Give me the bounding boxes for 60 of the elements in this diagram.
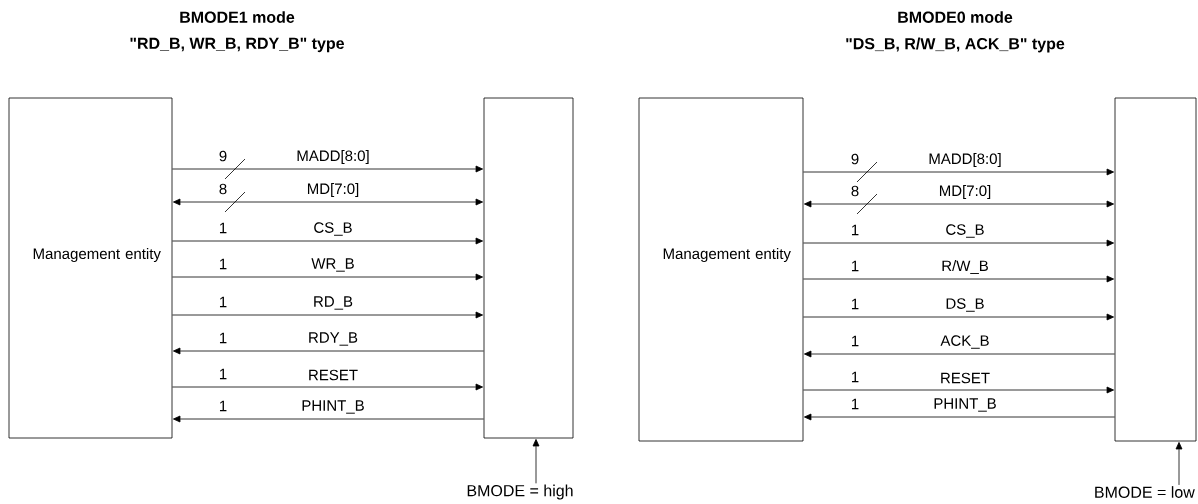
signal-name: MADD[8:0] [297,150,369,164]
signal-name: PHINT_B [302,400,364,414]
arrow [1175,442,1183,486]
mode-label: BMODE = high [467,484,573,500]
signal-name: WR_B [311,258,354,272]
signal-name: PHINT_B [934,398,996,412]
bus-width: 8 [219,183,227,195]
heading: BMODE1 mode [180,11,295,23]
bus-width: 1 [220,400,227,412]
bus-width: 9 [219,150,227,162]
heading: BMODE0 mode [898,11,1013,23]
bus-width: 1 [852,224,859,236]
bus-width: 9 [851,153,859,165]
signal-name: RDY_B [309,332,358,346]
signal-arrow [803,168,1114,176]
signal-name: RESET [941,372,990,384]
signal-name: MD[7:0] [940,185,991,199]
signal-name: CS_B [946,224,984,238]
bus-width: 1 [220,296,227,308]
signal-arrow [803,313,1114,321]
heading: "DS_B, R/W_B, ACK_B" type [846,37,1065,53]
arrow [532,439,540,484]
signal-arrow [804,200,1114,208]
signal-name: MD[7:0] [307,183,359,197]
signal-name: CS_B [314,222,352,236]
signal-arrow [173,347,484,355]
bus-width: 1 [852,298,859,310]
signal-name: DS_B [946,298,984,312]
signal-arrow [172,273,483,281]
bus-width: 1 [220,332,227,344]
bus-width: 8 [851,185,859,197]
signal-arrow [173,415,484,423]
signal-arrow [804,413,1115,421]
bus-width: 1 [220,258,227,270]
signal-arrow [173,198,483,206]
signal-arrow [172,237,483,245]
device-box [483,97,574,439]
signal-arrow [172,165,483,173]
signal-name: ACK_B [940,335,989,349]
signal-arrow [804,350,1115,358]
bus-width: 1 [852,398,859,410]
device-box [1114,97,1197,442]
signal-arrow [172,311,483,319]
signal-name: RD_B [314,296,353,310]
bus-width: 1 [852,260,859,272]
bus-width: 1 [220,368,227,380]
signal-arrow [172,383,483,391]
signal-name: RESET [309,369,358,381]
signal-arrow [803,275,1114,283]
entity-box: Management entity [8,97,173,439]
signal-arrow [803,386,1114,394]
signal-name: R/W_B [942,260,988,274]
mode-label: BMODE = low [1095,486,1195,498]
signal-arrow [803,239,1114,247]
bus-width: 1 [852,335,859,347]
entity-box: Management entity [638,97,804,442]
heading: "RD_B, WR_B, RDY_B" type [130,37,344,53]
bus-width: 1 [852,371,859,383]
bus-width: 1 [220,222,227,234]
signal-name: MADD[8:0] [929,153,1001,167]
